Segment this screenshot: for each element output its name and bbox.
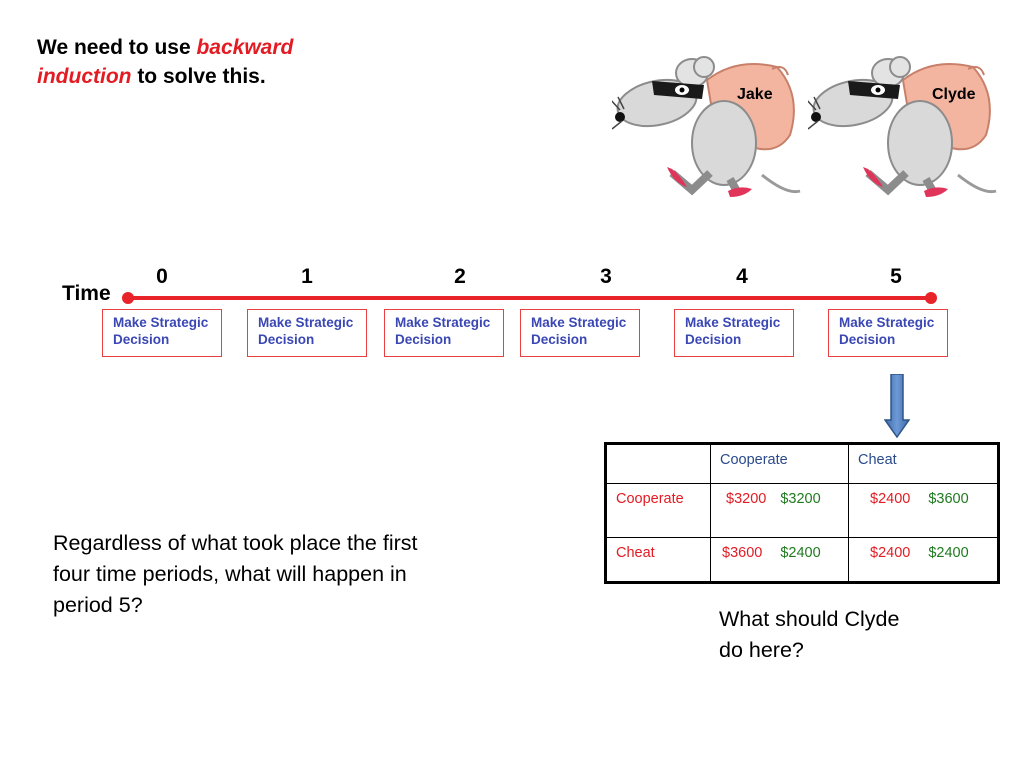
column-player-payoff: $3200	[780, 491, 821, 507]
clyde-name-label: Clyde	[932, 86, 976, 103]
clyde-illustration: Clyde	[805, 55, 998, 205]
row-player-payoff: $2400	[870, 545, 911, 561]
row-player-payoff: $3600	[722, 545, 763, 561]
table-row: Cheat $3600 $2400 $2400 $2400	[605, 537, 999, 583]
timeline-label: Time	[62, 282, 111, 305]
jake-name-label: Jake	[737, 86, 773, 103]
column-header-cheat: Cheat	[848, 443, 999, 484]
payoff-cell: $3200 $3200	[710, 483, 849, 538]
decision-box-5: Make Strategic Decision	[828, 309, 948, 357]
timeline-start-dot	[122, 292, 134, 304]
jake-illustration: Jake	[609, 55, 802, 205]
table-row: Cooperate $3200 $3200 $2400 $3600	[605, 483, 999, 538]
decision-box-2: Make Strategic Decision	[384, 309, 504, 357]
down-arrow-icon	[884, 374, 910, 438]
decision-box-1: Make Strategic Decision	[247, 309, 367, 357]
decision-box-4: Make Strategic Decision	[674, 309, 794, 357]
timeline-tick-4: 4	[736, 265, 748, 288]
payoff-cell: $3600 $2400	[710, 537, 849, 583]
row-player-payoff: $3200	[726, 491, 767, 507]
column-header-cooperate: Cooperate	[710, 443, 849, 484]
title-part-2: to solve this.	[131, 65, 266, 88]
rat-thief-icon	[609, 56, 801, 197]
timeline-tick-0: 0	[156, 265, 168, 288]
timeline-tick-1: 1	[301, 265, 313, 288]
row-player-payoff: $2400	[870, 491, 911, 507]
title-part-1: We need to use	[37, 36, 197, 59]
row-header-cooperate: Cooperate	[605, 483, 711, 538]
column-player-payoff: $2400	[928, 545, 969, 561]
rat-thief-icon	[805, 56, 997, 197]
decision-box-3: Make Strategic Decision	[520, 309, 640, 357]
timeline-tick-2: 2	[454, 265, 466, 288]
timeline-tick-5: 5	[890, 265, 902, 288]
title-emphasis: backward induction	[37, 36, 294, 88]
table-header-row: Cooperate Cheat	[605, 443, 999, 484]
payoff-cell: $2400 $2400	[848, 537, 999, 583]
payoff-table: Cooperate Cheat Cooperate $3200 $3200 $2…	[604, 442, 1000, 584]
payoff-cell: $2400 $3600	[848, 483, 999, 538]
table-corner-cell	[605, 443, 711, 484]
period-5-question: Regardless of what took place the first …	[53, 531, 418, 617]
column-player-payoff: $3600	[928, 491, 969, 507]
slide-title: We need to use backward induction to sol…	[37, 33, 377, 91]
column-player-payoff: $2400	[780, 545, 821, 561]
timeline-tick-3: 3	[600, 265, 612, 288]
clyde-question: What should Clyde do here?	[719, 607, 900, 662]
decision-box-0: Make Strategic Decision	[102, 309, 222, 357]
row-header-cheat: Cheat	[605, 537, 711, 583]
timeline-end-dot	[925, 292, 937, 304]
timeline-line	[128, 296, 931, 300]
